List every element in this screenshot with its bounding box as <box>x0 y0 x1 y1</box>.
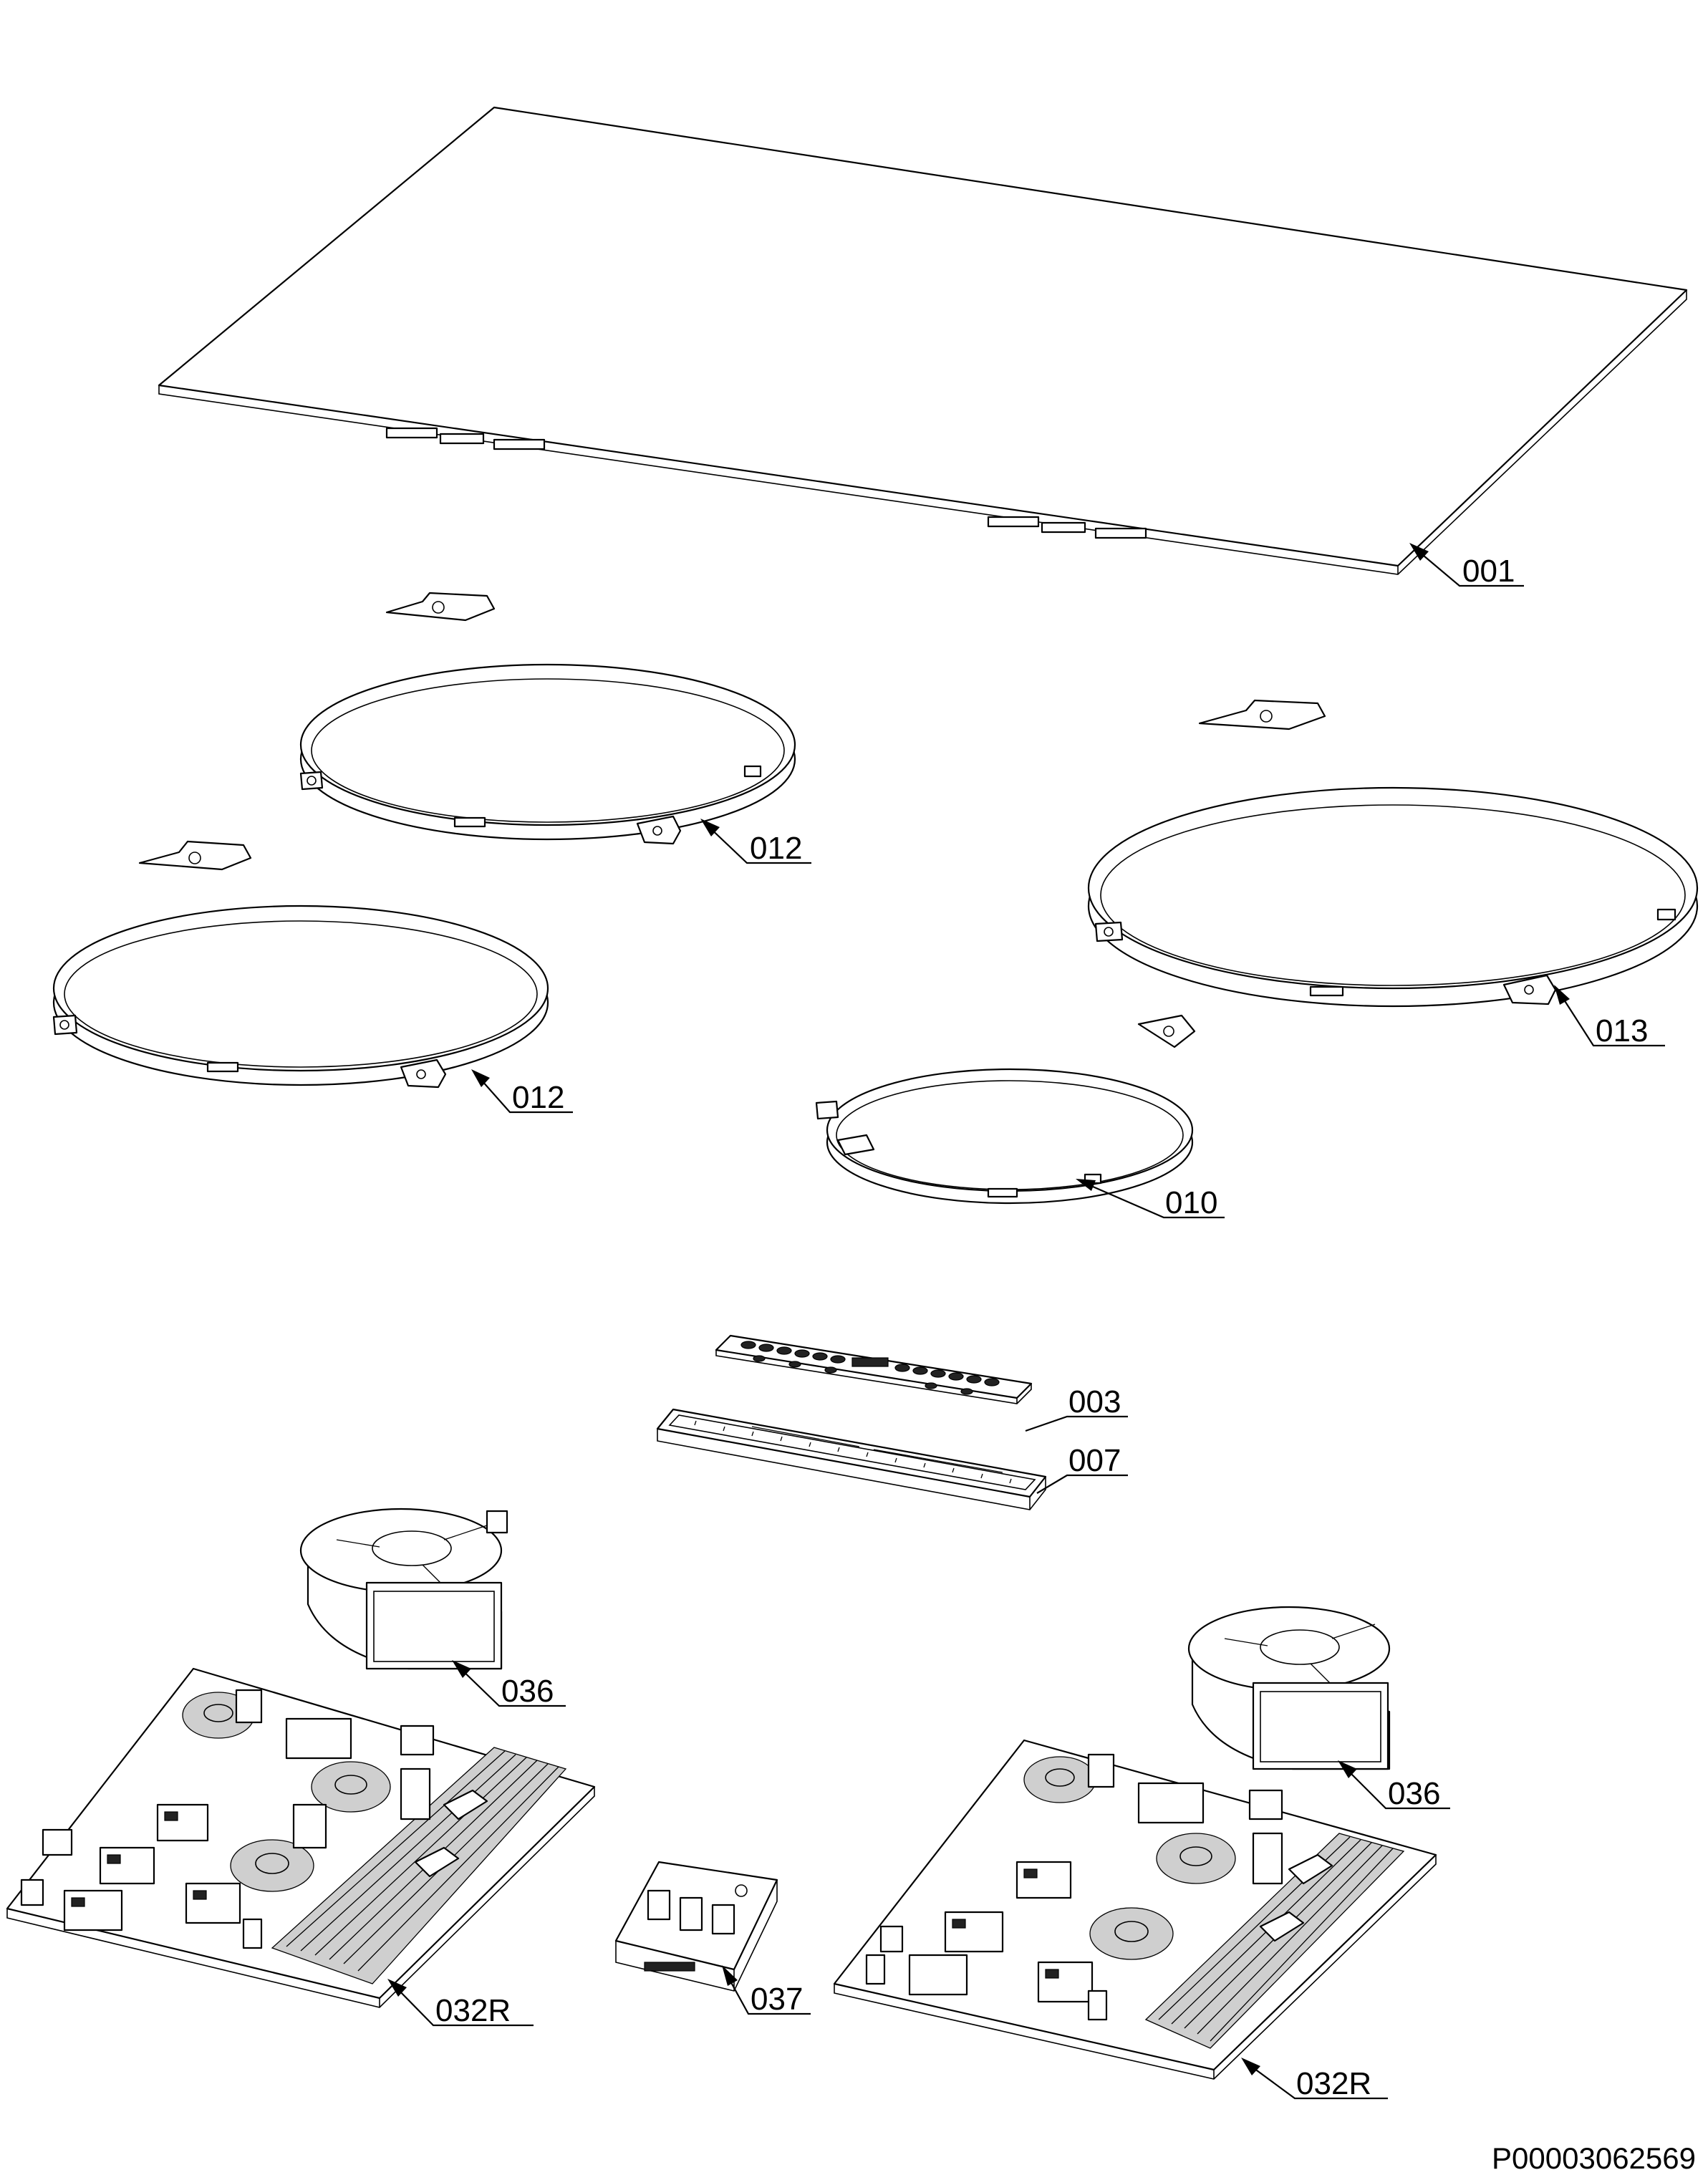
induction-coil-small <box>815 1014 1196 1205</box>
callout-036-left: 036 <box>452 1660 566 1709</box>
part-label-036-right: 036 <box>1388 1776 1440 1811</box>
callout-007: 007 <box>1036 1443 1128 1494</box>
part-label-037: 037 <box>751 1982 803 2017</box>
callout-012-top: 012 <box>700 819 811 866</box>
part-label-001: 001 <box>1462 554 1515 589</box>
part-label-032R-left: 032R <box>435 1993 511 2028</box>
part-label-010: 010 <box>1165 1185 1217 1220</box>
callout-012-middle: 012 <box>471 1069 573 1115</box>
induction-coil-top-left <box>299 592 796 845</box>
induction-coil-middle-left <box>52 840 549 1089</box>
part-label-007: 007 <box>1068 1443 1121 1478</box>
control-board-part <box>715 1334 1033 1404</box>
part-label-003: 003 <box>1068 1384 1121 1419</box>
callout-003: 003 <box>1025 1384 1128 1432</box>
induction-coil-right-large <box>1087 699 1699 1008</box>
power-board-right <box>833 1739 1437 2080</box>
part-label-036-left: 036 <box>501 1674 554 1709</box>
callout-032R-right: 032R <box>1241 2058 1388 2101</box>
callout-013: 013 <box>1554 985 1665 1048</box>
callout-037: 037 <box>722 1965 811 2017</box>
callout-036-right: 036 <box>1338 1760 1450 1811</box>
part-label-013: 013 <box>1596 1013 1648 1048</box>
control-frame-part <box>656 1408 1047 1510</box>
part-label-012-top: 012 <box>750 831 802 866</box>
part-label-012-middle: 012 <box>512 1080 564 1115</box>
document-id: P00003062569 <box>1492 2141 1696 2175</box>
callout-010: 010 <box>1076 1179 1225 1220</box>
callout-032R-left: 032R <box>387 1979 534 2028</box>
filter-module-part <box>614 1861 778 1992</box>
cooling-fan-left <box>299 1508 508 1670</box>
callout-001: 001 <box>1409 543 1524 589</box>
power-board-left <box>6 1667 596 2008</box>
cooling-fan-right <box>1187 1606 1391 1770</box>
glass-top-part <box>158 106 1688 575</box>
part-label-032R-right: 032R <box>1296 2066 1371 2101</box>
